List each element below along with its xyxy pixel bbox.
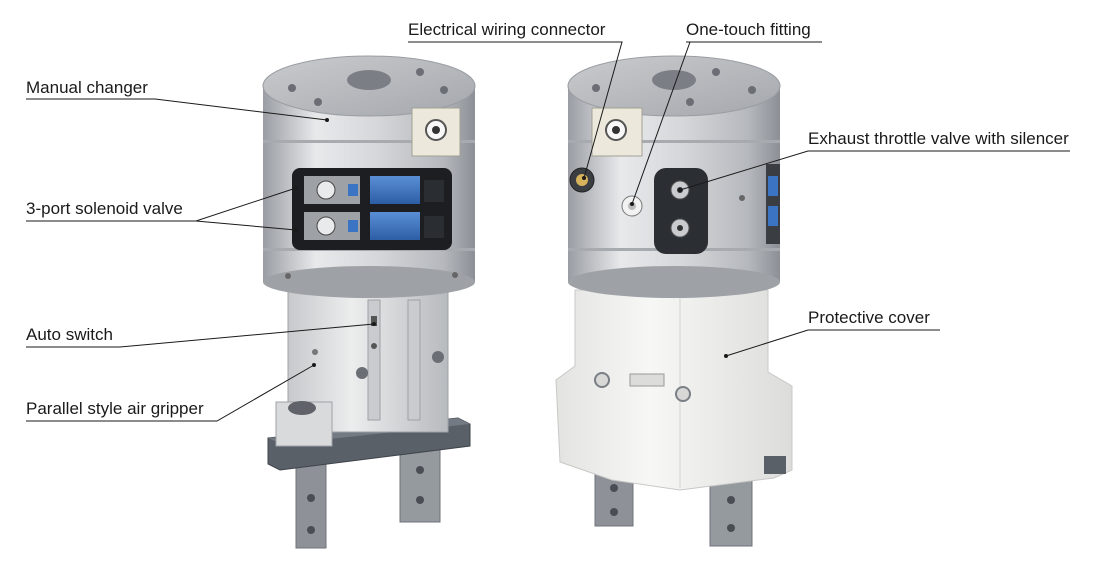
leader-auto-switch bbox=[26, 323, 375, 348]
right-cylinder bbox=[567, 55, 781, 298]
label-air-gripper: Parallel style air gripper bbox=[26, 399, 204, 418]
left-gripper-jaws bbox=[295, 447, 441, 549]
label-exhaust-valve: Exhaust throttle valve with silencer bbox=[808, 129, 1069, 148]
leader-solenoid-valve-2 bbox=[195, 220, 297, 231]
label-auto-switch: Auto switch bbox=[26, 325, 113, 344]
label-one-touch-fitting: One-touch fitting bbox=[686, 20, 811, 39]
left-cylinder bbox=[262, 55, 476, 298]
exhaust-throttle-valves bbox=[654, 168, 708, 254]
left-manual-changer bbox=[411, 107, 461, 157]
right-protective-cover bbox=[555, 289, 793, 491]
label-protective-cover: Protective cover bbox=[808, 308, 930, 327]
leader-one-touch-fitting bbox=[631, 41, 822, 205]
leader-exhaust-valve bbox=[679, 150, 1070, 191]
right-unit bbox=[555, 55, 793, 547]
leader-manual-changer bbox=[26, 98, 328, 121]
label-manual-changer: Manual changer bbox=[26, 78, 148, 97]
leader-protective-cover bbox=[725, 329, 940, 357]
leader-air-gripper bbox=[26, 364, 315, 422]
left-unit bbox=[262, 55, 476, 549]
left-air-gripper bbox=[275, 291, 449, 447]
leader-lines bbox=[26, 41, 1070, 422]
left-solenoid-valves bbox=[292, 168, 452, 250]
leader-wiring-connector bbox=[408, 41, 623, 179]
wiring-connector bbox=[569, 167, 595, 193]
label-solenoid-valve: 3-port solenoid valve bbox=[26, 199, 183, 218]
label-wiring-connector: Electrical wiring connector bbox=[408, 20, 606, 39]
